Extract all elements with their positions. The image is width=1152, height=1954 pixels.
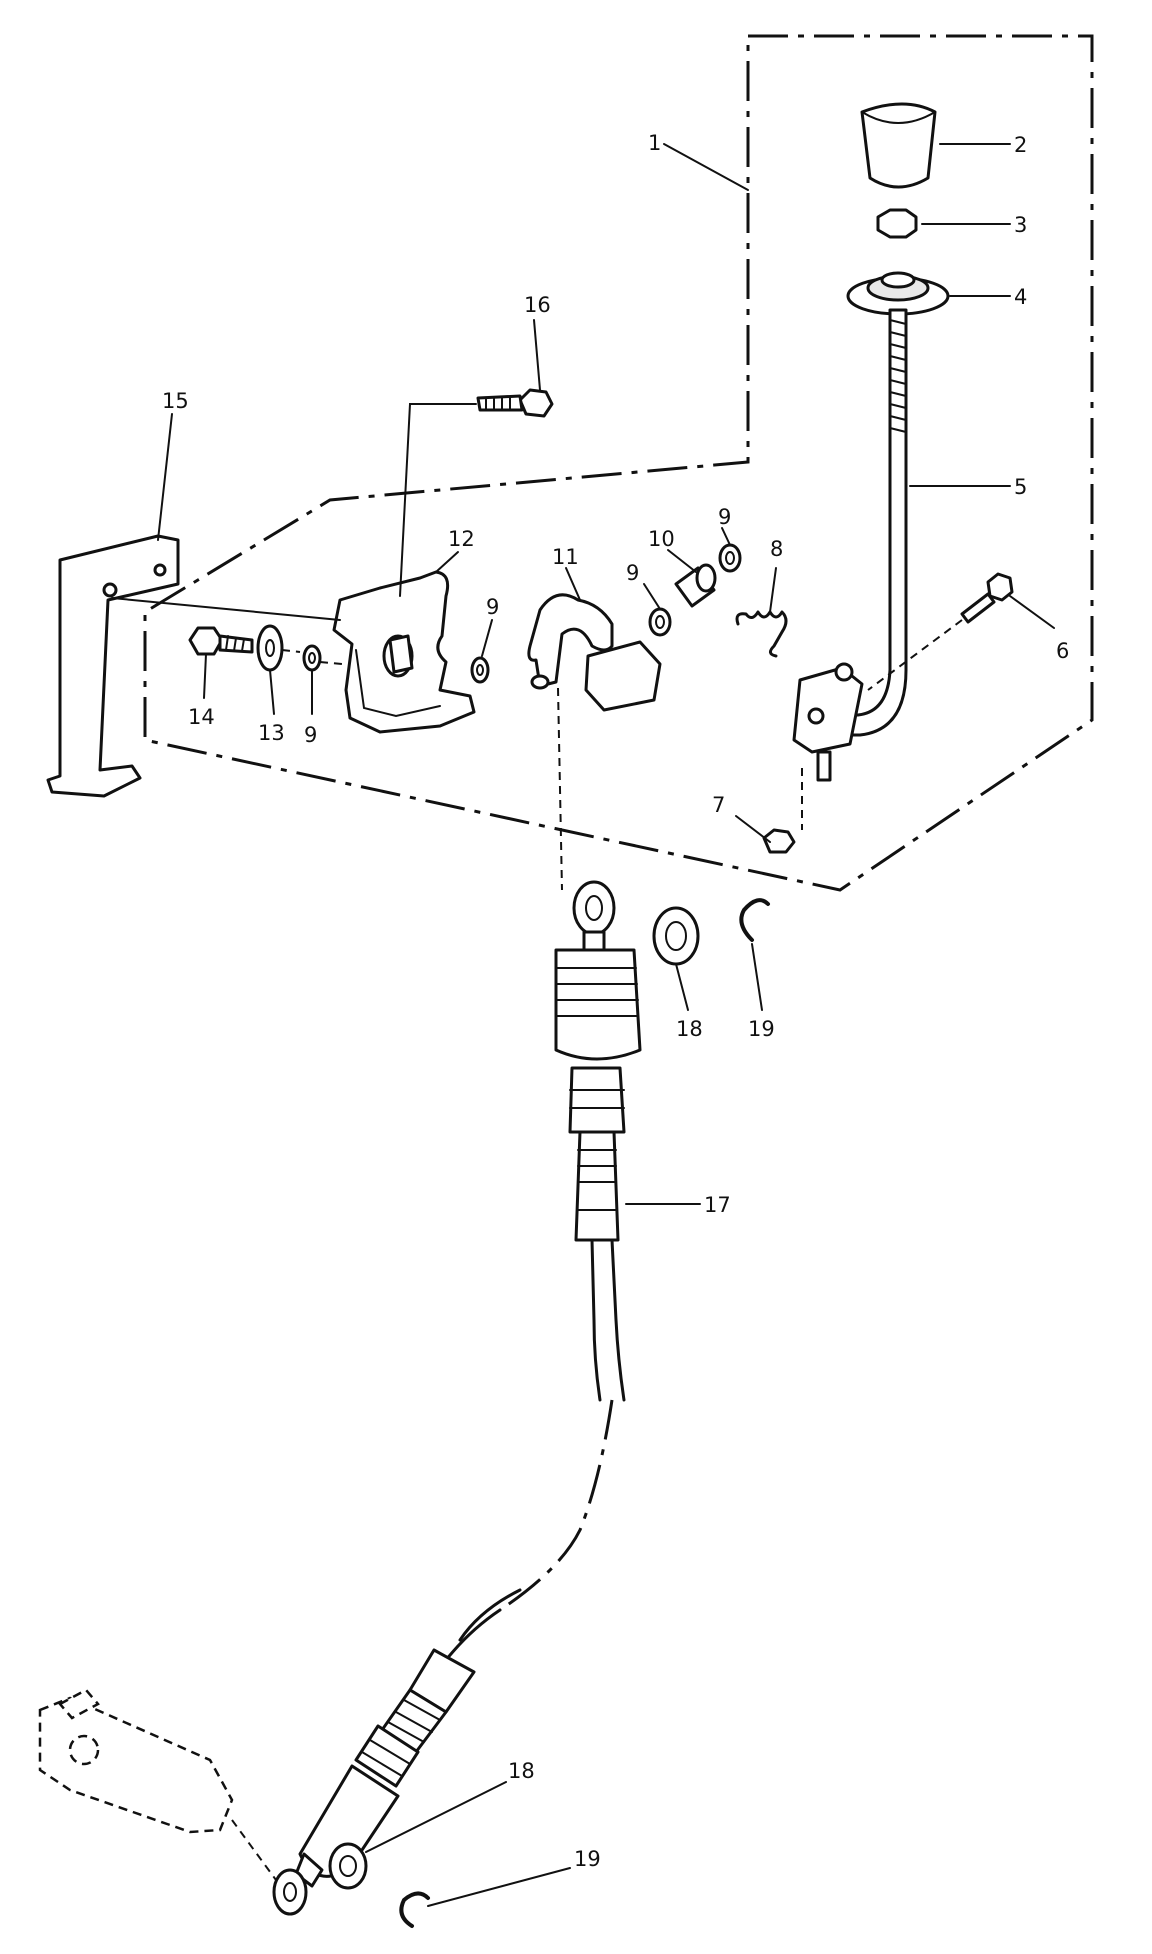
washer-9-mid (648, 607, 672, 637)
callout-labels: 1 2 3 4 5 6 7 8 9 9 9 9 10 11 12 13 14 1… (162, 131, 1069, 1871)
callout-12: 12 (448, 527, 475, 551)
washer-18-bottom (328, 1842, 368, 1890)
callout-18-bottom: 18 (508, 1759, 535, 1783)
callout-3: 3 (1014, 213, 1027, 237)
callout-15: 15 (162, 389, 189, 413)
callout-8: 8 (770, 537, 783, 561)
clip-19-top (739, 898, 770, 942)
gate-bracket (332, 570, 476, 734)
callout-10: 10 (648, 527, 675, 551)
washer-9-left (302, 644, 322, 672)
callout-11: 11 (552, 545, 579, 569)
callout-18-top: 18 (676, 1017, 703, 1041)
callout-9-right: 9 (486, 595, 499, 619)
callout-7: 7 (712, 793, 725, 817)
washer-9-top (718, 543, 742, 573)
callout-5: 5 (1014, 475, 1027, 499)
lever-bracket (792, 662, 864, 782)
shift-knob (860, 102, 937, 189)
lock-nut (762, 768, 803, 854)
callout-16: 16 (524, 293, 551, 317)
washer-9-right (470, 656, 490, 684)
hex-screw (399, 388, 554, 597)
flat-washer (256, 624, 284, 672)
washer-18-top (652, 906, 700, 966)
callout-9-top: 9 (718, 505, 731, 529)
callout-13: 13 (258, 721, 285, 745)
collar (674, 563, 717, 608)
control-cable (272, 880, 642, 1916)
callout-14: 14 (188, 705, 215, 729)
mount-bolt (188, 626, 343, 665)
callout-2: 2 (1014, 133, 1027, 157)
callout-4: 4 (1014, 285, 1027, 309)
callout-6: 6 (1056, 639, 1069, 663)
assembly-boundary (143, 34, 1094, 892)
leader-lines (157, 143, 1055, 1907)
selector-plate (527, 593, 662, 891)
nut (876, 208, 918, 239)
pivot-bolt (867, 572, 1014, 691)
dust-boot (846, 271, 950, 316)
callout-17: 17 (704, 1193, 731, 1217)
transmission-arm-phantom (38, 1688, 277, 1881)
callout-19-top: 19 (748, 1017, 775, 1041)
callout-19-bottom: 19 (574, 1847, 601, 1871)
clip-19-bottom (399, 1891, 430, 1928)
callout-9-left: 9 (304, 723, 317, 747)
return-spring (735, 610, 788, 658)
mounting-bracket (46, 534, 341, 798)
callout-9-mid: 9 (626, 561, 639, 585)
callout-1: 1 (648, 131, 661, 155)
